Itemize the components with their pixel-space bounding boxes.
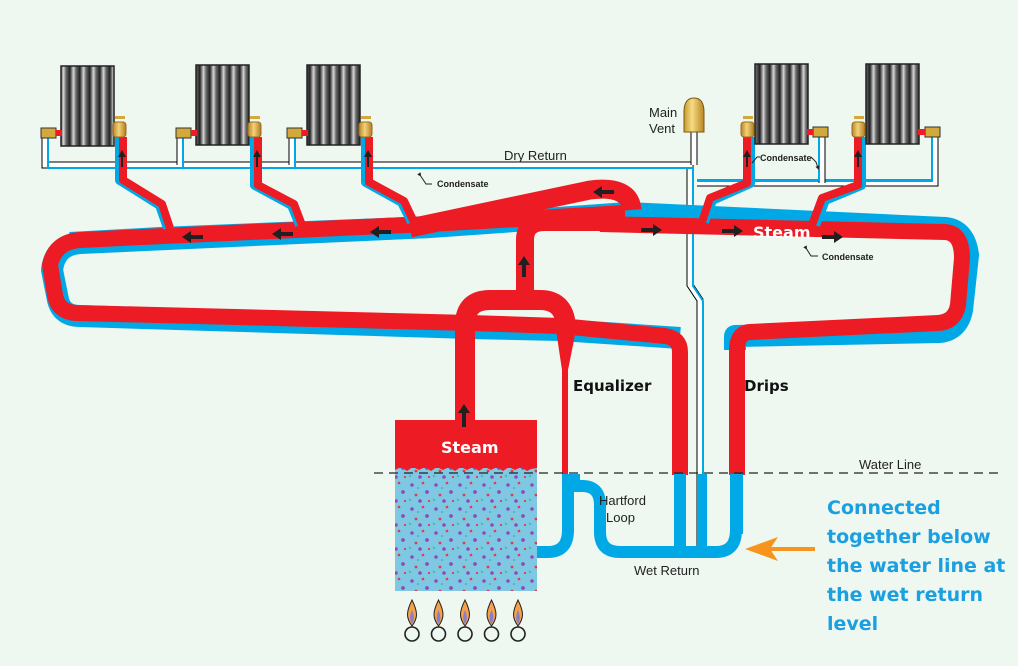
annotation-note: Connected together below the water line … bbox=[827, 497, 1006, 635]
boiler bbox=[395, 420, 537, 591]
condensate-label: Condensate bbox=[822, 252, 874, 262]
wet-return-label: Wet Return bbox=[634, 563, 700, 578]
water-line-label: Water Line bbox=[859, 457, 921, 472]
radiator-5 bbox=[851, 63, 941, 145]
arrow-right-icon bbox=[722, 225, 743, 237]
steam-main-label: Steam bbox=[753, 223, 811, 242]
hartford-loop-label-line2: Loop bbox=[606, 510, 635, 525]
main-vent bbox=[683, 97, 705, 133]
condensate-label: Condensate bbox=[437, 179, 489, 189]
callout-arrow bbox=[745, 537, 815, 561]
arrow-right-icon bbox=[822, 231, 843, 243]
radiator-2 bbox=[175, 64, 262, 146]
arrow-up-icon bbox=[458, 404, 470, 427]
burner-flame-icon bbox=[430, 598, 447, 642]
burner-flame-icon bbox=[404, 598, 420, 642]
dry-return-label: Dry Return bbox=[504, 148, 567, 163]
arrow-right-icon bbox=[641, 224, 662, 236]
burner-flame-icon bbox=[457, 598, 473, 642]
radiator-1 bbox=[40, 65, 127, 147]
main-vent-label-line2: Vent bbox=[649, 121, 675, 136]
drips-label: Drips bbox=[744, 377, 789, 395]
burner-flame-icon bbox=[483, 598, 500, 642]
wet-return-piping bbox=[537, 474, 743, 558]
burner-flame-icon bbox=[510, 598, 526, 642]
radiator-3 bbox=[286, 64, 373, 146]
radiator-4 bbox=[740, 63, 829, 145]
arrow-up-icon bbox=[118, 150, 126, 167]
arrow-left-icon bbox=[370, 226, 391, 238]
arrow-up-icon bbox=[253, 150, 261, 167]
equalizer-label: Equalizer bbox=[573, 377, 652, 395]
burners bbox=[404, 598, 526, 642]
boiler-steam-label: Steam bbox=[441, 438, 499, 457]
hartford-loop-label-line1: Hartford bbox=[599, 493, 646, 508]
condensate-label: Condensate bbox=[760, 153, 812, 163]
flow-arrows bbox=[118, 150, 862, 427]
arrow-left-icon bbox=[272, 228, 293, 240]
arrow-up-icon bbox=[518, 256, 530, 277]
arrow-up-icon bbox=[743, 150, 751, 167]
arrow-left-icon bbox=[593, 186, 614, 198]
arrow-up-icon bbox=[364, 150, 372, 167]
main-vent-label-line1: Main bbox=[649, 105, 677, 120]
steam-main bbox=[41, 179, 979, 475]
arrow-up-icon bbox=[854, 150, 862, 167]
arrow-left-icon bbox=[182, 231, 203, 243]
condensate-pointers bbox=[417, 156, 820, 257]
